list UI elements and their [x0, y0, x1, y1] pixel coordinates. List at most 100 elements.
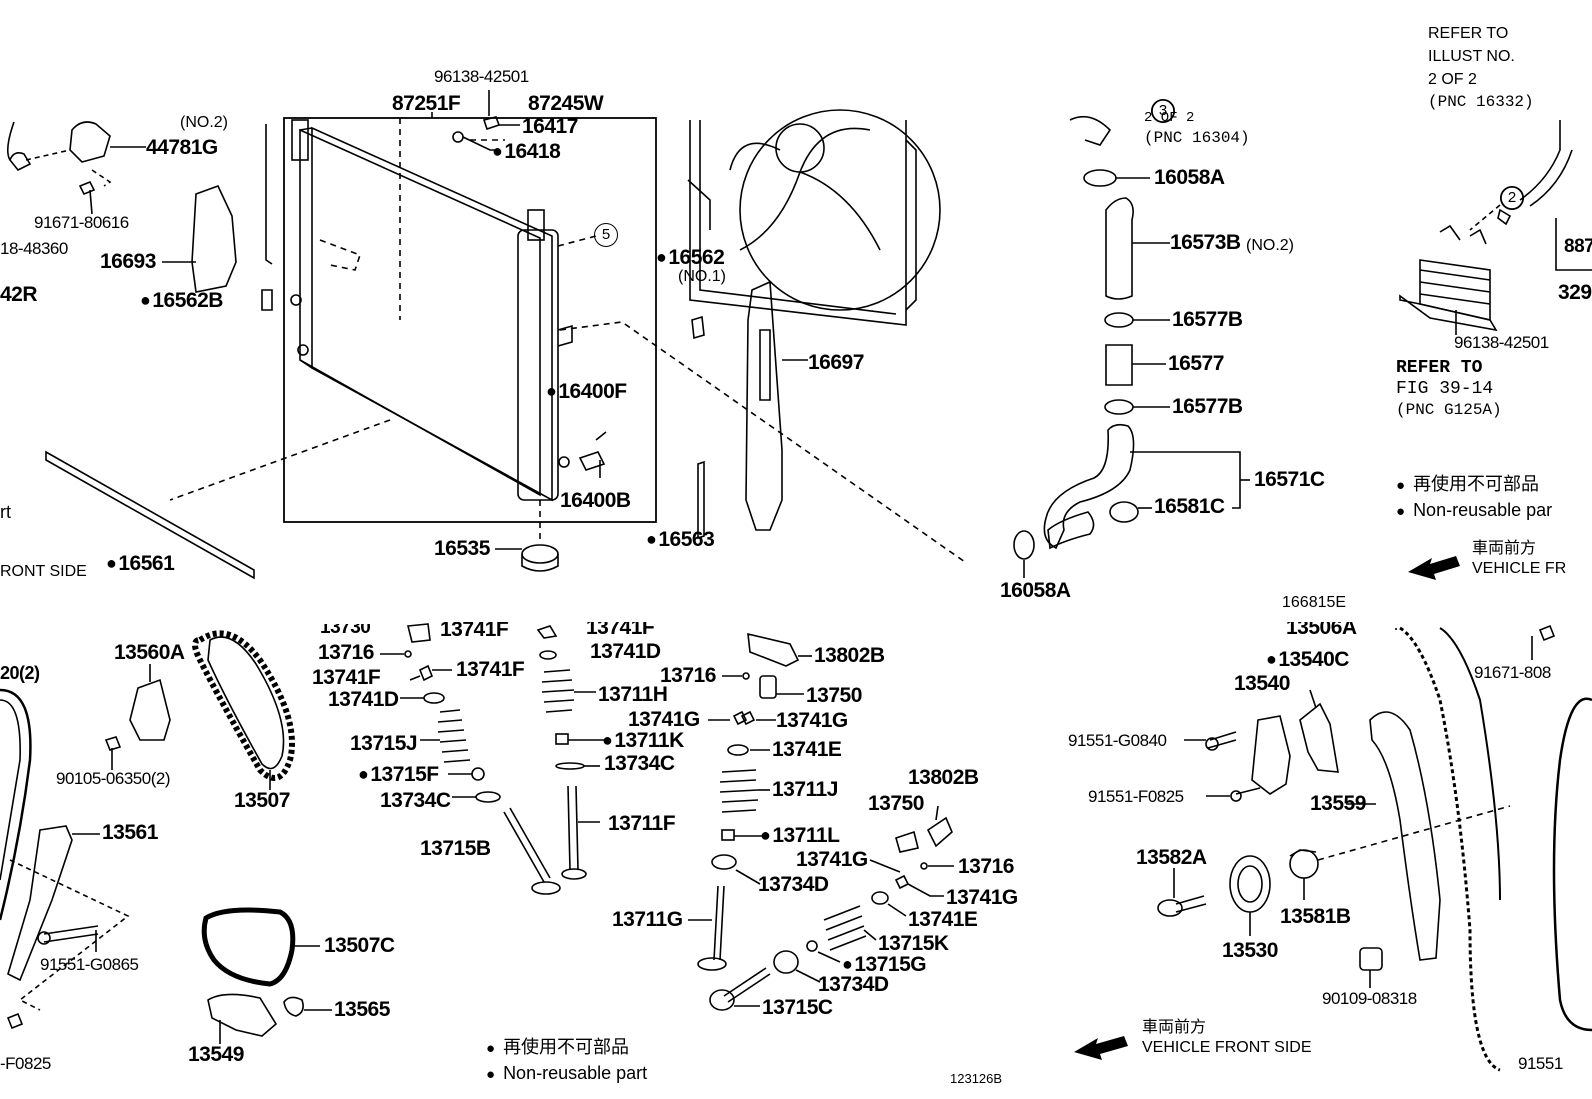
callout-16571c: 16571C [1254, 468, 1325, 491]
vehicle-front-bottom: 車両前方 VEHICLE FRONT SIDE [1142, 1019, 1312, 1056]
callout-f0825-left: -F0825 [0, 1054, 51, 1073]
callout-887: 887 [1564, 236, 1592, 257]
callout-87245w: 87245W [528, 92, 604, 115]
callout-no1: (NO.1) [678, 268, 726, 285]
callout-13711f: 13711F [608, 812, 676, 835]
callout-13711g: 13711G [612, 908, 683, 931]
callout-87251f: 87251F [392, 92, 461, 115]
callout-13741d-a: 13741D [328, 688, 399, 711]
callout-16561: 16561 [106, 553, 174, 575]
callout-16563: 16563 [646, 529, 714, 551]
note-refer-fig: REFER TO FIG 39-14 (PNC G125A) [1396, 358, 1502, 419]
legend-top: 再使用不可部品 Non-reusable par [1396, 472, 1552, 524]
callout-96138-42501-right: 96138-42501 [1454, 333, 1549, 352]
callout-13730: 13730 [320, 617, 371, 638]
timing-chain-drawing [192, 630, 295, 790]
callout-13741g-d: 13741G [946, 886, 1018, 909]
callout-13716-b: 13716 [660, 664, 716, 687]
callout-16581c: 16581C [1154, 495, 1225, 518]
radiator-small-parts [45, 90, 705, 580]
callout-13507: 13507 [234, 789, 290, 812]
callout-329: 329 [1558, 281, 1592, 304]
callout-16693: 16693 [100, 250, 156, 273]
callout-13715j: 13715J [350, 732, 418, 755]
callout-13715f: 13715F [358, 764, 439, 786]
callout-18-48360: 18-48360 [0, 239, 68, 258]
callout-13565: 13565 [334, 998, 390, 1021]
callout-13540c: 13540C [1266, 649, 1349, 671]
marker-2: 2 [1500, 186, 1524, 210]
callout-13581b: 13581B [1280, 905, 1351, 928]
vehicle-front-top: 車両前方 VEHICLE FR [1472, 540, 1567, 577]
bracket-drawing [745, 280, 808, 531]
callout-13734c-b: 13734C [604, 752, 675, 775]
callout-13711k: 13711K [602, 730, 684, 752]
callout-16697: 16697 [808, 351, 864, 374]
callout-13741d-b: 13741D [590, 640, 661, 663]
callout-91551-g0865: 91551-G0865 [40, 955, 139, 974]
left-top-parts [6, 121, 273, 293]
callout-13741e-b: 13741E [908, 908, 978, 931]
callout-13741g-a: 13741G [628, 708, 700, 731]
callout-13530: 13530 [1222, 939, 1278, 962]
callout-13506a: 13506A [1286, 616, 1357, 639]
callout-13715b: 13715B [420, 837, 491, 860]
callout-13734d-b: 13734D [818, 973, 889, 996]
callout-13750-a: 13750 [806, 684, 862, 707]
callout-16573b: 16573B [1170, 231, 1241, 254]
diagram-code-bottom: 123126B [950, 1071, 1003, 1086]
diagram-code-top: 166815E [1282, 594, 1347, 611]
callout-13741g-b: 13741G [776, 709, 848, 732]
callout-16535: 16535 [434, 537, 490, 560]
note-refer-16304: 2 OF 2 (PNC 16304) [1144, 110, 1250, 147]
vehicle-front-arrows [1074, 556, 1460, 1060]
callout-91551-right: 91551 [1518, 1054, 1563, 1073]
callout-13741g-c: 13741G [796, 848, 868, 871]
callout-16562b: 16562B [140, 290, 223, 312]
callout-91671-80616: 91671-80616 [34, 213, 129, 232]
callout-16400b: 16400B [560, 489, 631, 512]
callout-16058a-top: 16058A [1154, 166, 1225, 189]
callout-90105-06350: 90105-06350(2) [56, 769, 170, 788]
marker-5: 5 [594, 223, 618, 247]
callout-13711h: 13711H [598, 683, 668, 706]
callout-13560a: 13560A [114, 641, 185, 664]
callout-13741e-a: 13741E [772, 738, 842, 761]
callout-16577: 16577 [1168, 352, 1224, 375]
callout-13715g: 13715G [842, 954, 926, 976]
callout-44781g: 44781G [146, 136, 218, 159]
text-fragment-rt: rt [0, 502, 11, 522]
fan-shroud-drawing [687, 109, 941, 326]
callout-no2-left: (NO.2) [180, 114, 228, 131]
lower-left-parts [201, 907, 332, 1044]
marker-3: 3 [1151, 99, 1175, 123]
callout-13741f-c: 13741F [312, 666, 381, 689]
callout-16418: 16418 [492, 141, 560, 163]
callout-13716-a: 13716 [318, 641, 374, 664]
callout-13715c: 13715C [762, 996, 833, 1019]
callout-13582a: 13582A [1136, 846, 1207, 869]
valve-train-drawing [380, 623, 954, 1011]
hose-drawing [1013, 99, 1250, 578]
callout-16417: 16417 [522, 115, 578, 138]
callout-no2-right: (NO.2) [1246, 237, 1294, 254]
callout-16562: 16562 [656, 247, 724, 269]
callout-13802b-a: 13802B [814, 644, 885, 667]
callout-13750-b: 13750 [868, 792, 924, 815]
callout-16577b-lower: 16577B [1172, 395, 1243, 418]
radiator-drawing [283, 117, 657, 523]
callout-91671-808: 91671-808 [1474, 663, 1551, 682]
radiator-leaders [169, 112, 966, 563]
callout-13711j: 13711J [772, 778, 838, 801]
callout-13549: 13549 [188, 1043, 244, 1066]
callout-13741f-a: 13741F [440, 618, 509, 641]
callout-16058a-bottom: 16058A [1000, 579, 1071, 602]
tensioner-drawing [104, 664, 171, 770]
callout-13741f-b: 13741F [586, 616, 655, 639]
front-side-fragment: RONT SIDE [0, 563, 87, 580]
callout-13540: 13540 [1234, 672, 1290, 695]
left-chain-guide [0, 688, 130, 1030]
callout-42r: 42R [0, 283, 38, 306]
